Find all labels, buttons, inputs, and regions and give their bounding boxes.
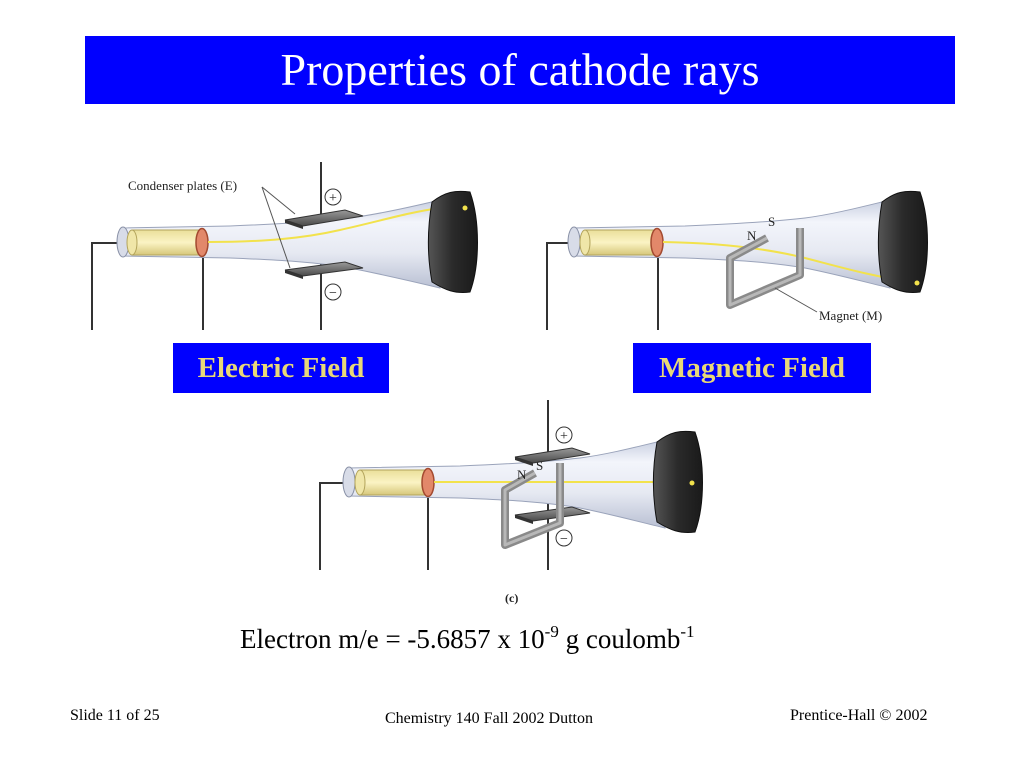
slide-number: Slide 11 of 25 — [70, 707, 160, 724]
cathode-cylinder — [584, 229, 656, 256]
course-footer: Chemistry 140 Fall 2002 Dutton — [385, 710, 593, 727]
beam-spot — [689, 480, 695, 486]
magnet-label: Magnet (M) — [819, 308, 882, 323]
electron-beam — [207, 207, 441, 243]
magnetic-field-label: Magnetic Field — [633, 343, 871, 393]
negative-symbol: − — [560, 532, 568, 547]
anode-ring — [421, 467, 435, 498]
title-banner: Properties of cathode rays — [85, 36, 955, 104]
positive-terminal-icon — [324, 188, 342, 206]
figure-caption: (c) — [505, 591, 518, 605]
tube-end-cap — [342, 466, 356, 498]
electric-field-tube-diagram: + − Condenser plates (E) — [91, 162, 478, 330]
negative-symbol: − — [329, 286, 337, 301]
fluorescent-screen — [652, 430, 703, 533]
negative-plate — [284, 261, 364, 279]
south-pole-label: S — [768, 214, 775, 229]
beam-spot — [914, 280, 920, 286]
condenser-plates-label: Condenser plates (E) — [128, 178, 237, 193]
mass-charge-formula: Electron m/e = -5.6857 x 10-9 g coulomb-… — [240, 622, 860, 655]
formula-exponent-1: -9 — [544, 622, 559, 641]
electric-field-label: Electric Field — [173, 343, 389, 393]
combined-field-tube-diagram: N S + − (c) — [319, 400, 703, 605]
north-pole-label: N — [517, 467, 527, 482]
magnet-leader-line — [774, 287, 818, 313]
glass-tube — [572, 199, 891, 289]
magnetic-field-tube-diagram: N S Magnet (M) — [546, 190, 928, 330]
fluorescent-screen — [427, 190, 478, 293]
positive-terminal-icon — [555, 426, 573, 444]
positive-symbol: + — [560, 429, 568, 444]
positive-symbol: + — [329, 191, 337, 206]
slide-title: Properties of cathode rays — [280, 44, 760, 95]
negative-terminal-icon — [324, 283, 342, 301]
tube-end-cap — [567, 226, 581, 258]
cathode-cylinder — [359, 469, 427, 496]
positive-plate — [514, 447, 591, 466]
formula-exponent-2: -1 — [680, 622, 695, 641]
south-pole-label: S — [536, 458, 543, 473]
publisher-footer: Prentice-Hall © 2002 — [790, 707, 928, 724]
fluorescent-screen — [877, 190, 928, 293]
electron-beam — [662, 241, 918, 284]
plates-leader-line — [261, 186, 296, 215]
beam-spot — [462, 205, 468, 211]
positive-plate — [284, 209, 364, 229]
tube-wires — [546, 242, 659, 330]
negative-plate — [514, 506, 591, 524]
formula-prefix: Electron m/e = -5.6857 x 10 — [240, 624, 545, 654]
cathode-cylinder — [131, 229, 201, 256]
north-pole-label: N — [747, 228, 757, 243]
anode-ring — [195, 227, 209, 258]
formula-middle: g coulomb — [558, 624, 681, 654]
negative-terminal-icon — [555, 529, 573, 547]
anode-ring — [650, 227, 664, 258]
